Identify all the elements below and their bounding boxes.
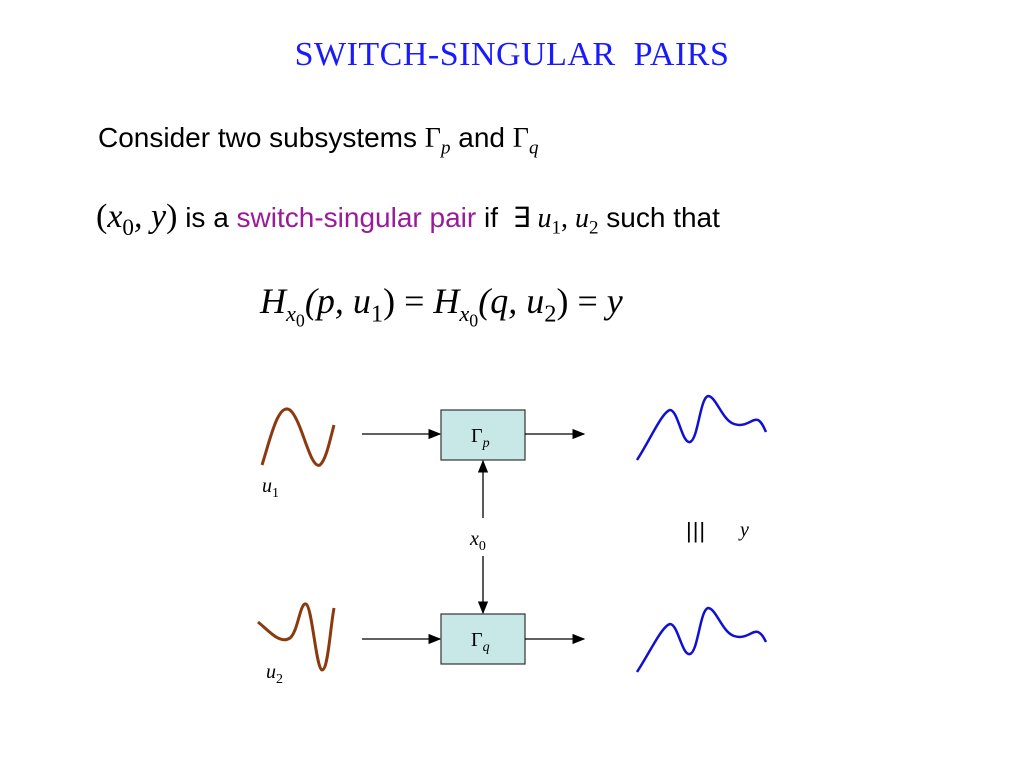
subsystem-box-p bbox=[440, 409, 526, 461]
y-label: y bbox=[738, 519, 749, 541]
output-wave-bottom bbox=[635, 606, 768, 673]
definition-sentence: (x0, y) is a switch-singular pair if ∃ u… bbox=[96, 198, 720, 242]
gamma-p-symbol: Γp bbox=[424, 123, 451, 159]
gamma-q-label: Γq bbox=[471, 629, 490, 655]
input-wave-u2 bbox=[257, 602, 336, 672]
x0-label: x0 bbox=[469, 528, 486, 554]
intro-sentence: Consider two subsystems Γp and Γq bbox=[98, 122, 538, 160]
if-text: if bbox=[483, 202, 498, 233]
u1-label: u1 bbox=[262, 475, 279, 501]
highlight-term: switch-singular pair bbox=[236, 202, 477, 233]
pair-expression: (x0, y) bbox=[96, 198, 178, 242]
intro-text: Consider two subsystems bbox=[98, 122, 418, 153]
such-that-text: such that bbox=[606, 202, 720, 233]
gamma-p-label: Γp bbox=[471, 425, 490, 451]
gamma-q-symbol: Γq bbox=[512, 123, 539, 159]
u2-label: u2 bbox=[266, 661, 283, 687]
output-wave-top bbox=[635, 394, 768, 461]
and-word: and bbox=[458, 122, 505, 153]
main-equation: Hx0(p, u1) = Hx0(q, u2) = y bbox=[260, 281, 623, 331]
subsystem-box-q bbox=[440, 613, 526, 665]
exists-expression: ∃ u1, u2 bbox=[512, 203, 599, 239]
input-wave-u1 bbox=[260, 407, 336, 467]
is-a-text: is a bbox=[185, 202, 229, 233]
equivalence-symbol: ||| bbox=[686, 518, 707, 543]
slide-title: SWITCH-SINGULAR PAIRS bbox=[294, 36, 730, 73]
